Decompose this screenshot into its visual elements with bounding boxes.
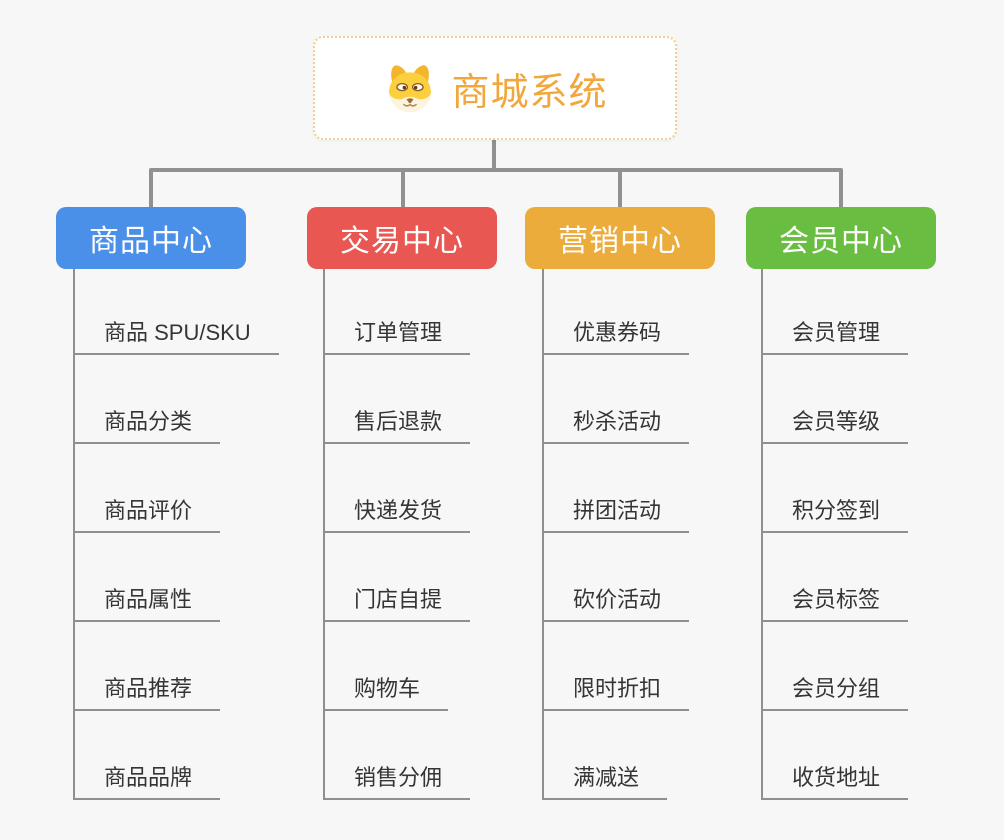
branch-column-trade: 订单管理 售后退款 快递发货 门店自提 购物车 销售分佣: [323, 269, 560, 800]
node-label[interactable]: 商品 SPU/SKU: [75, 315, 279, 355]
branch-column-marketing: 优惠券码 秒杀活动 拼团活动 砍价活动 限时折扣 满减送: [542, 269, 779, 800]
node-sales-commission[interactable]: 销售分佣: [325, 711, 560, 800]
dog-face-icon: [382, 61, 438, 115]
branch-header-marketing-center[interactable]: 营销中心: [525, 207, 715, 269]
node-label[interactable]: 优惠券码: [544, 315, 690, 355]
branch-header-trade-center[interactable]: 交易中心: [307, 207, 497, 269]
node-label[interactable]: 商品分类: [75, 404, 221, 444]
node-member-group[interactable]: 会员分组: [763, 622, 998, 711]
node-label[interactable]: 秒杀活动: [544, 404, 690, 444]
branch-column-member: 会员管理 会员等级 积分签到 会员标签 会员分组 收货地址: [761, 269, 998, 800]
node-order-management[interactable]: 订单管理: [325, 269, 560, 355]
node-label[interactable]: 快递发货: [325, 493, 471, 533]
node-label[interactable]: 限时折扣: [544, 671, 690, 711]
root-title: 商城系统: [451, 71, 608, 114]
node-label[interactable]: 商品评价: [75, 493, 221, 533]
node-product-spu-sku[interactable]: 商品 SPU/SKU: [75, 269, 310, 355]
node-label[interactable]: 商品推荐: [75, 671, 221, 711]
node-label[interactable]: 会员管理: [763, 315, 909, 355]
node-member-tag[interactable]: 会员标签: [763, 533, 998, 622]
node-label[interactable]: 销售分佣: [325, 760, 471, 800]
node-express-delivery[interactable]: 快递发货: [325, 444, 560, 533]
node-label[interactable]: 售后退款: [325, 404, 471, 444]
node-label[interactable]: 收货地址: [763, 760, 909, 800]
branch-header-product-center[interactable]: 商品中心: [56, 207, 246, 269]
node-label[interactable]: 商品品牌: [75, 760, 221, 800]
node-aftersale-refund[interactable]: 售后退款: [325, 355, 560, 444]
node-label[interactable]: 商品属性: [75, 582, 221, 622]
node-group-buy[interactable]: 拼团活动: [544, 444, 779, 533]
node-member-level[interactable]: 会员等级: [763, 355, 998, 444]
node-product-brand[interactable]: 商品品牌: [75, 711, 310, 800]
node-full-reduction[interactable]: 满减送: [544, 711, 779, 800]
node-label[interactable]: 会员标签: [763, 582, 909, 622]
root-node-mall-system[interactable]: 商城系统: [313, 36, 677, 140]
node-bargain-activity[interactable]: 砍价活动: [544, 533, 779, 622]
node-label[interactable]: 拼团活动: [544, 493, 690, 533]
node-label[interactable]: 会员分组: [763, 671, 909, 711]
node-coupon-code[interactable]: 优惠券码: [544, 269, 779, 355]
node-label[interactable]: 满减送: [544, 760, 668, 800]
node-label[interactable]: 会员等级: [763, 404, 909, 444]
node-label[interactable]: 购物车: [325, 671, 449, 711]
node-product-recommend[interactable]: 商品推荐: [75, 622, 310, 711]
node-flash-sale[interactable]: 秒杀活动: [544, 355, 779, 444]
node-shipping-address[interactable]: 收货地址: [763, 711, 998, 800]
branch-header-member-center[interactable]: 会员中心: [746, 207, 936, 269]
node-label[interactable]: 积分签到: [763, 493, 909, 533]
node-product-category[interactable]: 商品分类: [75, 355, 310, 444]
node-product-review[interactable]: 商品评价: [75, 444, 310, 533]
branch-column-product: 商品 SPU/SKU 商品分类 商品评价 商品属性 商品推荐 商品品牌: [73, 269, 310, 800]
node-label[interactable]: 订单管理: [325, 315, 471, 355]
node-product-attribute[interactable]: 商品属性: [75, 533, 310, 622]
node-store-pickup[interactable]: 门店自提: [325, 533, 560, 622]
node-shopping-cart[interactable]: 购物车: [325, 622, 560, 711]
node-label[interactable]: 砍价活动: [544, 582, 690, 622]
node-limited-time-discount[interactable]: 限时折扣: [544, 622, 779, 711]
node-points-checkin[interactable]: 积分签到: [763, 444, 998, 533]
node-label[interactable]: 门店自提: [325, 582, 471, 622]
node-member-management[interactable]: 会员管理: [763, 269, 998, 355]
